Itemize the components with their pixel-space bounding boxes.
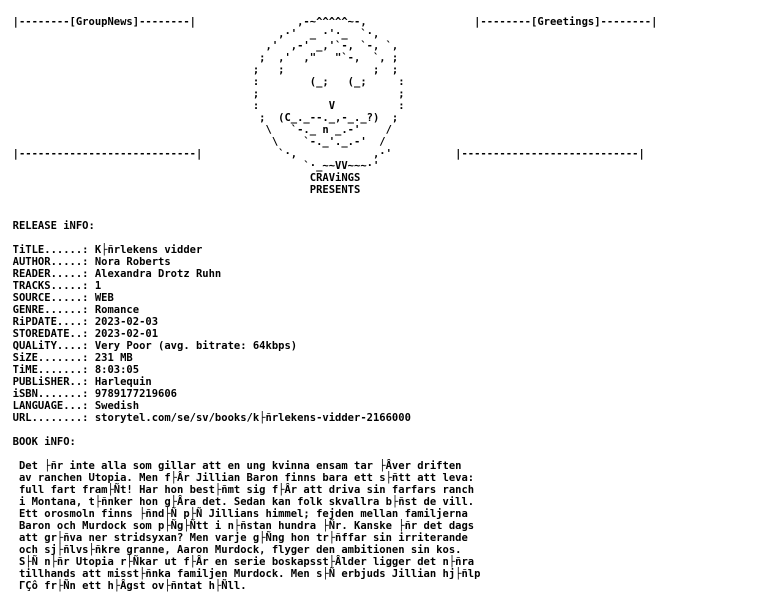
nfo-line bbox=[0, 232, 657, 244]
nfo-line bbox=[0, 448, 657, 460]
group-name: CRAViNGS bbox=[0, 172, 361, 184]
field-publisher: PUBLiSHER..: Harlequin bbox=[0, 376, 152, 388]
nfo-line-ascii-art: ; (C_._--._,-_._?) ; bbox=[0, 112, 399, 124]
field-reader: READER.....: Alexandra Drotz Ruhn bbox=[0, 268, 222, 280]
nfo-line bbox=[0, 4, 657, 16]
field-time: TiME.......: 8:03:05 bbox=[0, 364, 140, 376]
nfo-line bbox=[0, 424, 657, 436]
book-description-line: S├Ñ n├ñr Utopia r├Ñkar ut f├Âr en serie … bbox=[0, 556, 475, 568]
book-description-line: i Montana, t├ñnker hon g├Âra det. Sedan … bbox=[0, 496, 475, 508]
nfo-line-ascii-art: ,' ,-' _,'`-, `-, `, bbox=[0, 40, 399, 52]
field-language: LANGUAGE...: Swedish bbox=[0, 400, 140, 412]
field-storedate: STOREDATE..: 2023-02-01 bbox=[0, 328, 159, 340]
book-description-line: Ett orosmoln finns ├ñnd├Ñ p├Ñ Jillians h… bbox=[0, 508, 468, 520]
field-size: SiZE.......: 231 MB bbox=[0, 352, 133, 364]
book-description-line: att gr├ñva ner stridsyxan? Men varje g├Ñ… bbox=[0, 532, 468, 544]
book-description-line: och sj├ñlvs├ñkre granne, Aaron Murdock, … bbox=[0, 544, 462, 556]
field-genre: GENRE......: Romance bbox=[0, 304, 140, 316]
book-description-line: Det ├ñr inte alla som gillar att en ung … bbox=[0, 460, 462, 472]
nfo-line-ascii-art: ,·' _ ·'·_ `·, bbox=[0, 28, 380, 40]
release-info-heading: RELEASE iNFO: bbox=[0, 220, 95, 232]
book-description-line: tillhands att misst├ñnka familjen Murdoc… bbox=[0, 568, 481, 580]
field-source: SOURCE.....: WEB bbox=[0, 292, 114, 304]
book-description-line: Baron och Murdock som p├Ñg├Ñtt i n├ñstan… bbox=[0, 520, 475, 532]
field-quality: QUALiTY....: Very Poor (avg. bitrate: 64… bbox=[0, 340, 298, 352]
nfo-line-ascii-art: \ `-._ n _.-' / bbox=[0, 124, 392, 136]
nfo-line-section-footers: |----------------------------| `·, ,·' |… bbox=[0, 148, 645, 160]
nfo-line-ascii-art: `·_~~VV~~~·' bbox=[0, 160, 380, 172]
group-presents: PRESENTS bbox=[0, 184, 361, 196]
field-ripdate: RiPDATE....: 2023-02-03 bbox=[0, 316, 159, 328]
nfo-line-ascii-art: ; ,' ," "`-, `, ; bbox=[0, 52, 399, 64]
field-tracks: TRACKS.....: 1 bbox=[0, 280, 102, 292]
book-description-line: av ranchen Utopia. Men f├Âr Jillian Baro… bbox=[0, 472, 475, 484]
nfo-text-block: |--------[GroupNews]--------| ,-~^^^^^~-… bbox=[0, 4, 658, 592]
book-description-line: ΓÇô fr├Ñn ett h├Âgst ov├ñntat h├Ñll. bbox=[0, 580, 247, 592]
nfo-line-ascii-art: ; ; ; ; bbox=[0, 64, 399, 76]
book-info-heading: BOOK iNFO: bbox=[0, 436, 76, 448]
nfo-line-section-headers: |--------[GroupNews]--------| ,-~^^^^^~-… bbox=[0, 16, 658, 28]
book-description-line: full fart fram├Ñt! Har hon best├ñmt sig … bbox=[0, 484, 475, 496]
field-isbn: iSBN.......: 9789177219606 bbox=[0, 388, 178, 400]
nfo-line-ascii-art: \ `-._'._.-' / bbox=[0, 136, 386, 148]
nfo-line bbox=[0, 196, 657, 208]
nfo-line bbox=[0, 208, 657, 220]
nfo-line-ascii-art: ; ; bbox=[0, 88, 405, 100]
nfo-line-ascii-art: : (_; (_; : bbox=[0, 76, 405, 88]
field-title: TiTLE......: K├ñrlekens vidder bbox=[0, 244, 203, 256]
field-url: URL........: storytel.com/se/sv/books/k├… bbox=[0, 412, 411, 424]
nfo-line-ascii-art: : V : bbox=[0, 100, 405, 112]
field-author: AUTHOR.....: Nora Roberts bbox=[0, 256, 171, 268]
